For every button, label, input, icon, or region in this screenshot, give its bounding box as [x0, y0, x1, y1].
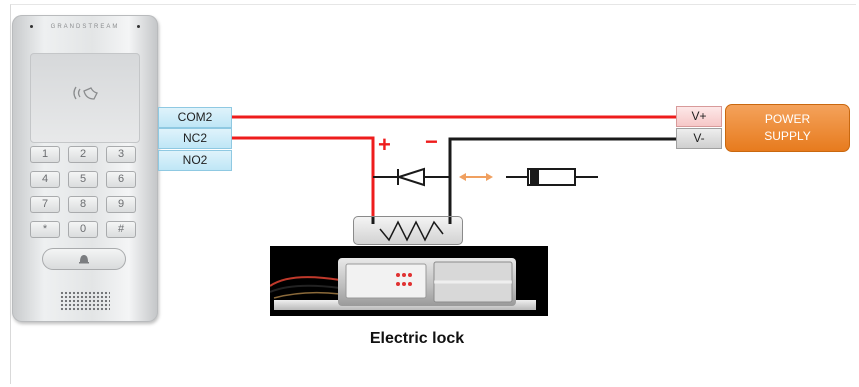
keypad-key[interactable]: 8	[68, 196, 98, 213]
double-arrow-icon	[459, 173, 493, 181]
keypad-key[interactable]: 6	[106, 171, 136, 188]
lock-body	[338, 258, 516, 306]
electric-lock-caption: Electric lock	[369, 330, 465, 347]
keypad-key[interactable]: 5	[68, 171, 98, 188]
power-supply-label: POWER SUPPLY	[764, 112, 811, 143]
diagram-frame	[10, 4, 856, 384]
speaker-grille	[60, 291, 110, 311]
power-supply-box: POWER SUPPLY	[725, 104, 850, 152]
device-brand: GRANDSTREAM	[50, 24, 120, 30]
keypad-key[interactable]: 2	[68, 146, 98, 163]
diode-component	[506, 168, 598, 186]
negative-sign: −	[425, 129, 438, 154]
lock-cables-icon	[269, 276, 341, 299]
terminal-vminus: V-	[676, 128, 722, 149]
terminal-com2: COM2	[158, 107, 232, 128]
electric-lock-photo	[269, 246, 548, 316]
keypad-key[interactable]: #	[106, 221, 136, 238]
keypad-key[interactable]: 0	[68, 221, 98, 238]
coil-zigzag-icon	[379, 220, 444, 242]
keypad-key[interactable]: 7	[30, 196, 60, 213]
bell-icon	[79, 255, 89, 264]
wire-nc2-to-lock-positive	[232, 136, 375, 217]
keypad-key[interactable]: *	[30, 221, 60, 238]
wire-vminus-to-lock-negative	[448, 137, 676, 217]
keypad-key[interactable]: 4	[30, 171, 60, 188]
keypad-key[interactable]: 3	[106, 146, 136, 163]
rfid-reader-panel	[30, 53, 140, 143]
lock-coil-box	[353, 216, 463, 245]
keypad-key[interactable]: 1	[30, 146, 60, 163]
lock-board-icon	[345, 261, 513, 303]
rfid-card-icon	[73, 86, 98, 100]
camera-dot-left	[30, 25, 33, 28]
positive-sign: +	[378, 132, 391, 157]
camera-dot-right	[137, 25, 140, 28]
terminal-vplus: V+	[676, 106, 722, 127]
terminal-no2: NO2	[158, 150, 232, 171]
flyback-diode-symbol	[395, 167, 425, 187]
keypad-key[interactable]: 9	[106, 196, 136, 213]
terminal-nc2: NC2	[158, 128, 232, 149]
call-button[interactable]	[42, 248, 126, 270]
